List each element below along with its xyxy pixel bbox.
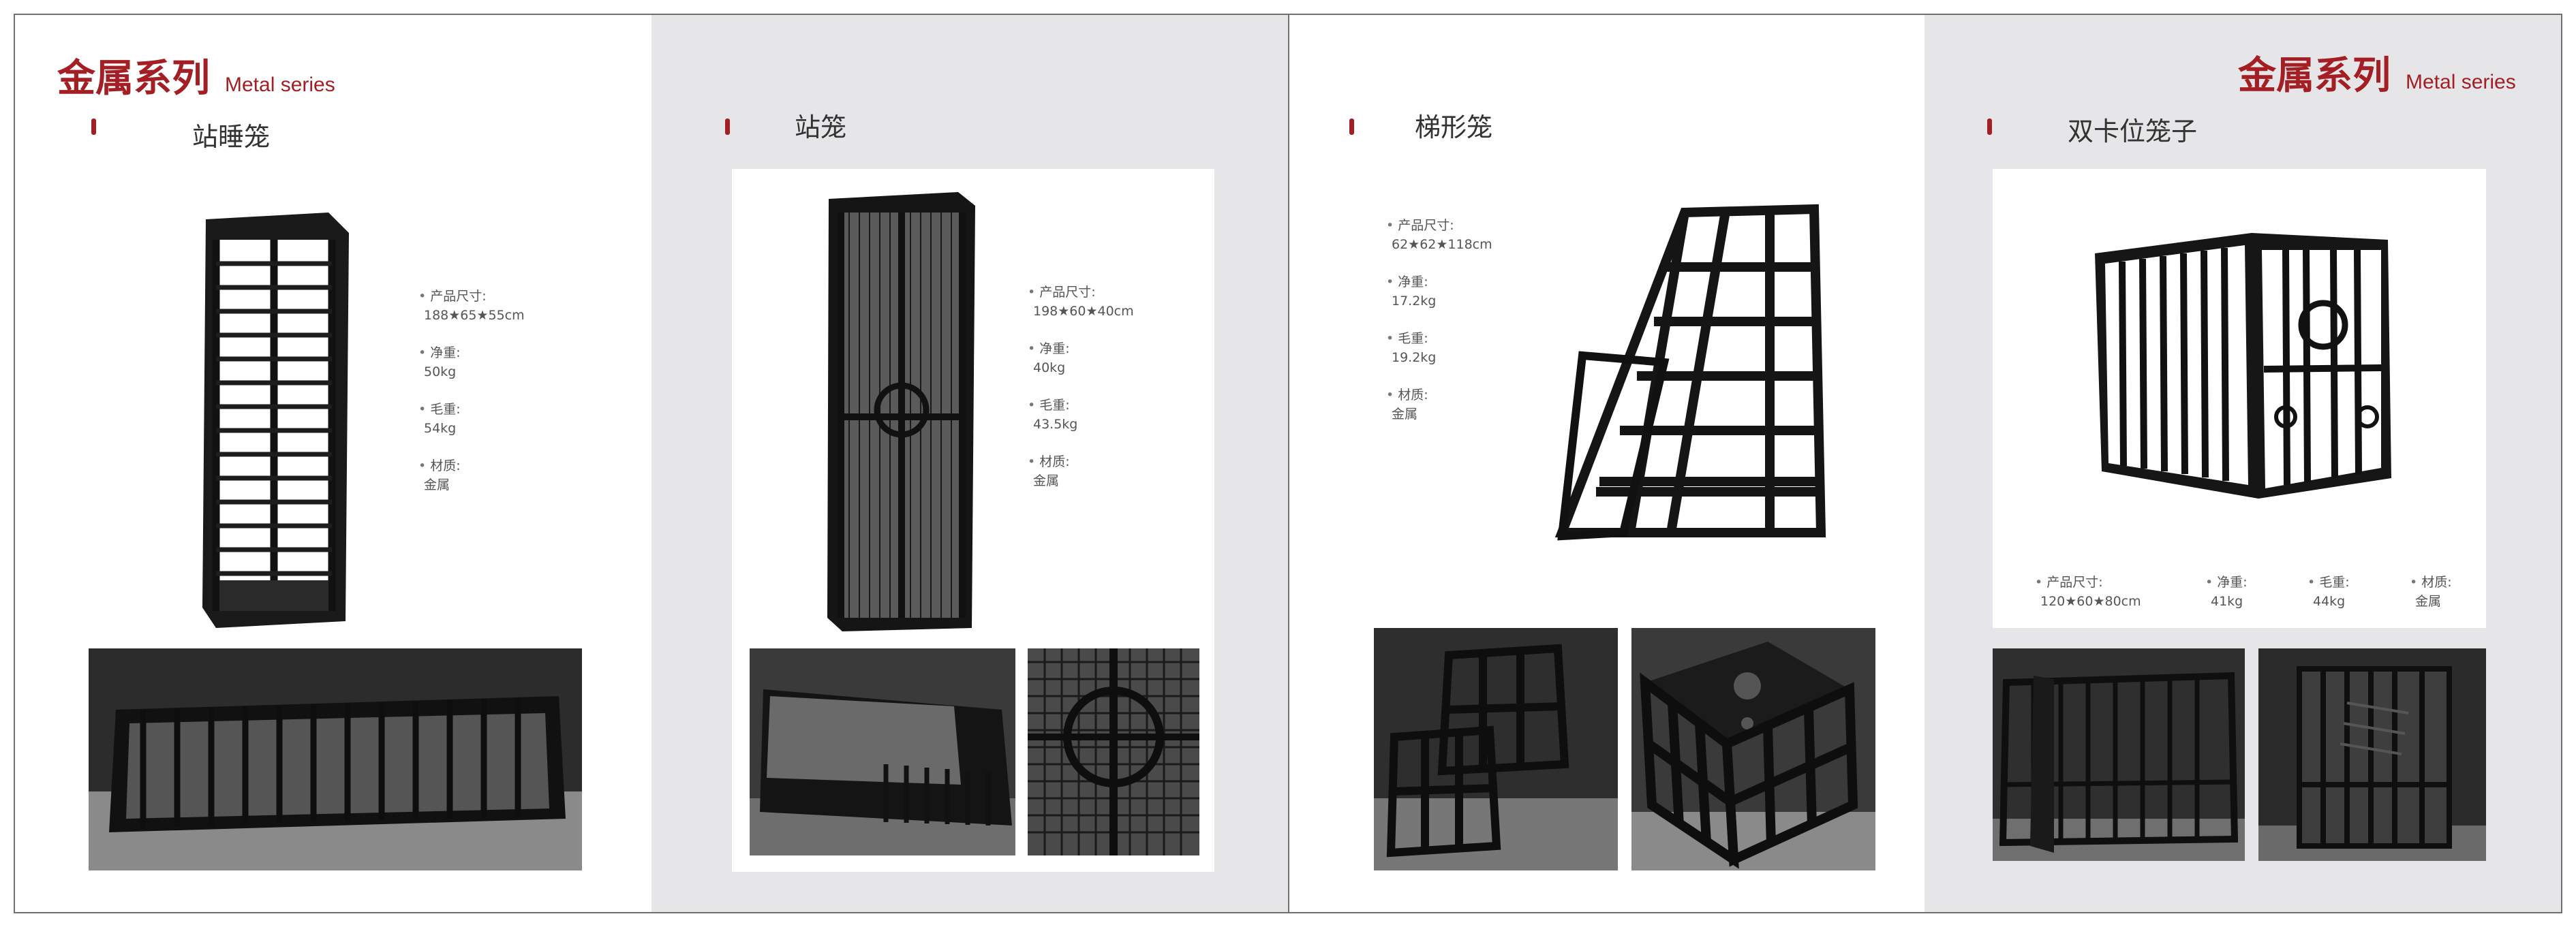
spec-material: 材质:金属 <box>1386 386 1492 424</box>
spec-size: 产品尺寸:120★60★80cm <box>2035 574 2141 611</box>
spec-size: 产品尺寸:62★62★118cm <box>1386 217 1492 254</box>
product-title: 站睡笼 <box>192 122 271 152</box>
brand-name-en: Metal series <box>2406 71 2516 93</box>
spec-list: 产品尺寸:188★65★55cm 净重:50kg 毛重:54kg 材质:金属 <box>418 287 525 514</box>
title-marker <box>1987 119 1992 135</box>
spec-net-weight: 净重:40kg <box>1028 340 1134 377</box>
product-photo-detail-1 <box>750 648 1015 855</box>
product-photo-main <box>179 192 376 635</box>
title-marker <box>91 119 96 135</box>
brand-name-en: Metal series <box>225 74 335 96</box>
panel-trapezoid-cage: 梯形笼 产品尺寸:62★62★118cm 净重:17.2kg 毛重:19.2kg… <box>1288 15 1925 912</box>
brand-name-cn: 金属系列 <box>2238 54 2391 98</box>
product-photo-main <box>2081 213 2402 512</box>
spec-list: 产品尺寸:198★60★40cm 净重:40kg 毛重:43.5kg 材质:金属 <box>1028 283 1134 509</box>
product-photo-detail-1 <box>1374 628 1618 870</box>
panel-double-stocks-cage: 金属系列 Metal series 双卡位笼子 <box>1925 15 2561 912</box>
brand-name-cn: 金属系列 <box>57 57 210 101</box>
product-photo-horizontal <box>89 648 582 870</box>
product-title: 梯形笼 <box>1415 112 1493 142</box>
spec-net-weight: 净重:17.2kg <box>1386 273 1492 311</box>
spec-material: 材质:金属 <box>418 457 525 494</box>
title-marker <box>725 119 730 135</box>
spec-gross-weight: 毛重:44kg <box>2307 574 2350 611</box>
brand-header-right: 金属系列 Metal series <box>2238 45 2516 100</box>
spec-net-weight: 净重:50kg <box>418 344 525 381</box>
product-title: 站笼 <box>795 112 847 142</box>
product-photo-main <box>822 185 983 635</box>
product-photo-detail-2 <box>1631 628 1875 870</box>
spec-row: 产品尺寸:120★60★80cm 净重:41kg 毛重:44kg 材质:金属 <box>2035 574 2471 614</box>
panel-standing-sleep-cage: 金属系列 Metal series 站睡笼 <box>15 15 651 912</box>
spec-gross-weight: 毛重:43.5kg <box>1028 396 1134 434</box>
product-photo-detail-2 <box>1028 648 1199 855</box>
spec-material: 材质:金属 <box>1028 453 1134 490</box>
spec-size: 产品尺寸:198★60★40cm <box>1028 283 1134 321</box>
spec-gross-weight: 毛重:54kg <box>418 400 525 438</box>
product-photo-detail-1 <box>1993 648 2245 861</box>
catalog-spread: 金属系列 Metal series 站睡笼 <box>14 14 2562 913</box>
title-marker <box>1349 119 1354 135</box>
spec-size: 产品尺寸:188★65★55cm <box>418 287 525 325</box>
panel-standing-cage: 站笼 产品尺寸:198★60★40 <box>651 15 1288 912</box>
product-photo-main <box>1542 192 1841 574</box>
spec-list: 产品尺寸:62★62★118cm 净重:17.2kg 毛重:19.2kg 材质:… <box>1386 217 1492 443</box>
spec-material: 材质:金属 <box>2410 574 2452 611</box>
spec-gross-weight: 毛重:19.2kg <box>1386 330 1492 367</box>
brand-header-left: 金属系列 Metal series <box>57 48 335 103</box>
product-title: 双卡位笼子 <box>2068 116 2198 146</box>
spec-net-weight: 净重:41kg <box>2205 574 2248 611</box>
product-photo-detail-2 <box>2258 648 2486 861</box>
